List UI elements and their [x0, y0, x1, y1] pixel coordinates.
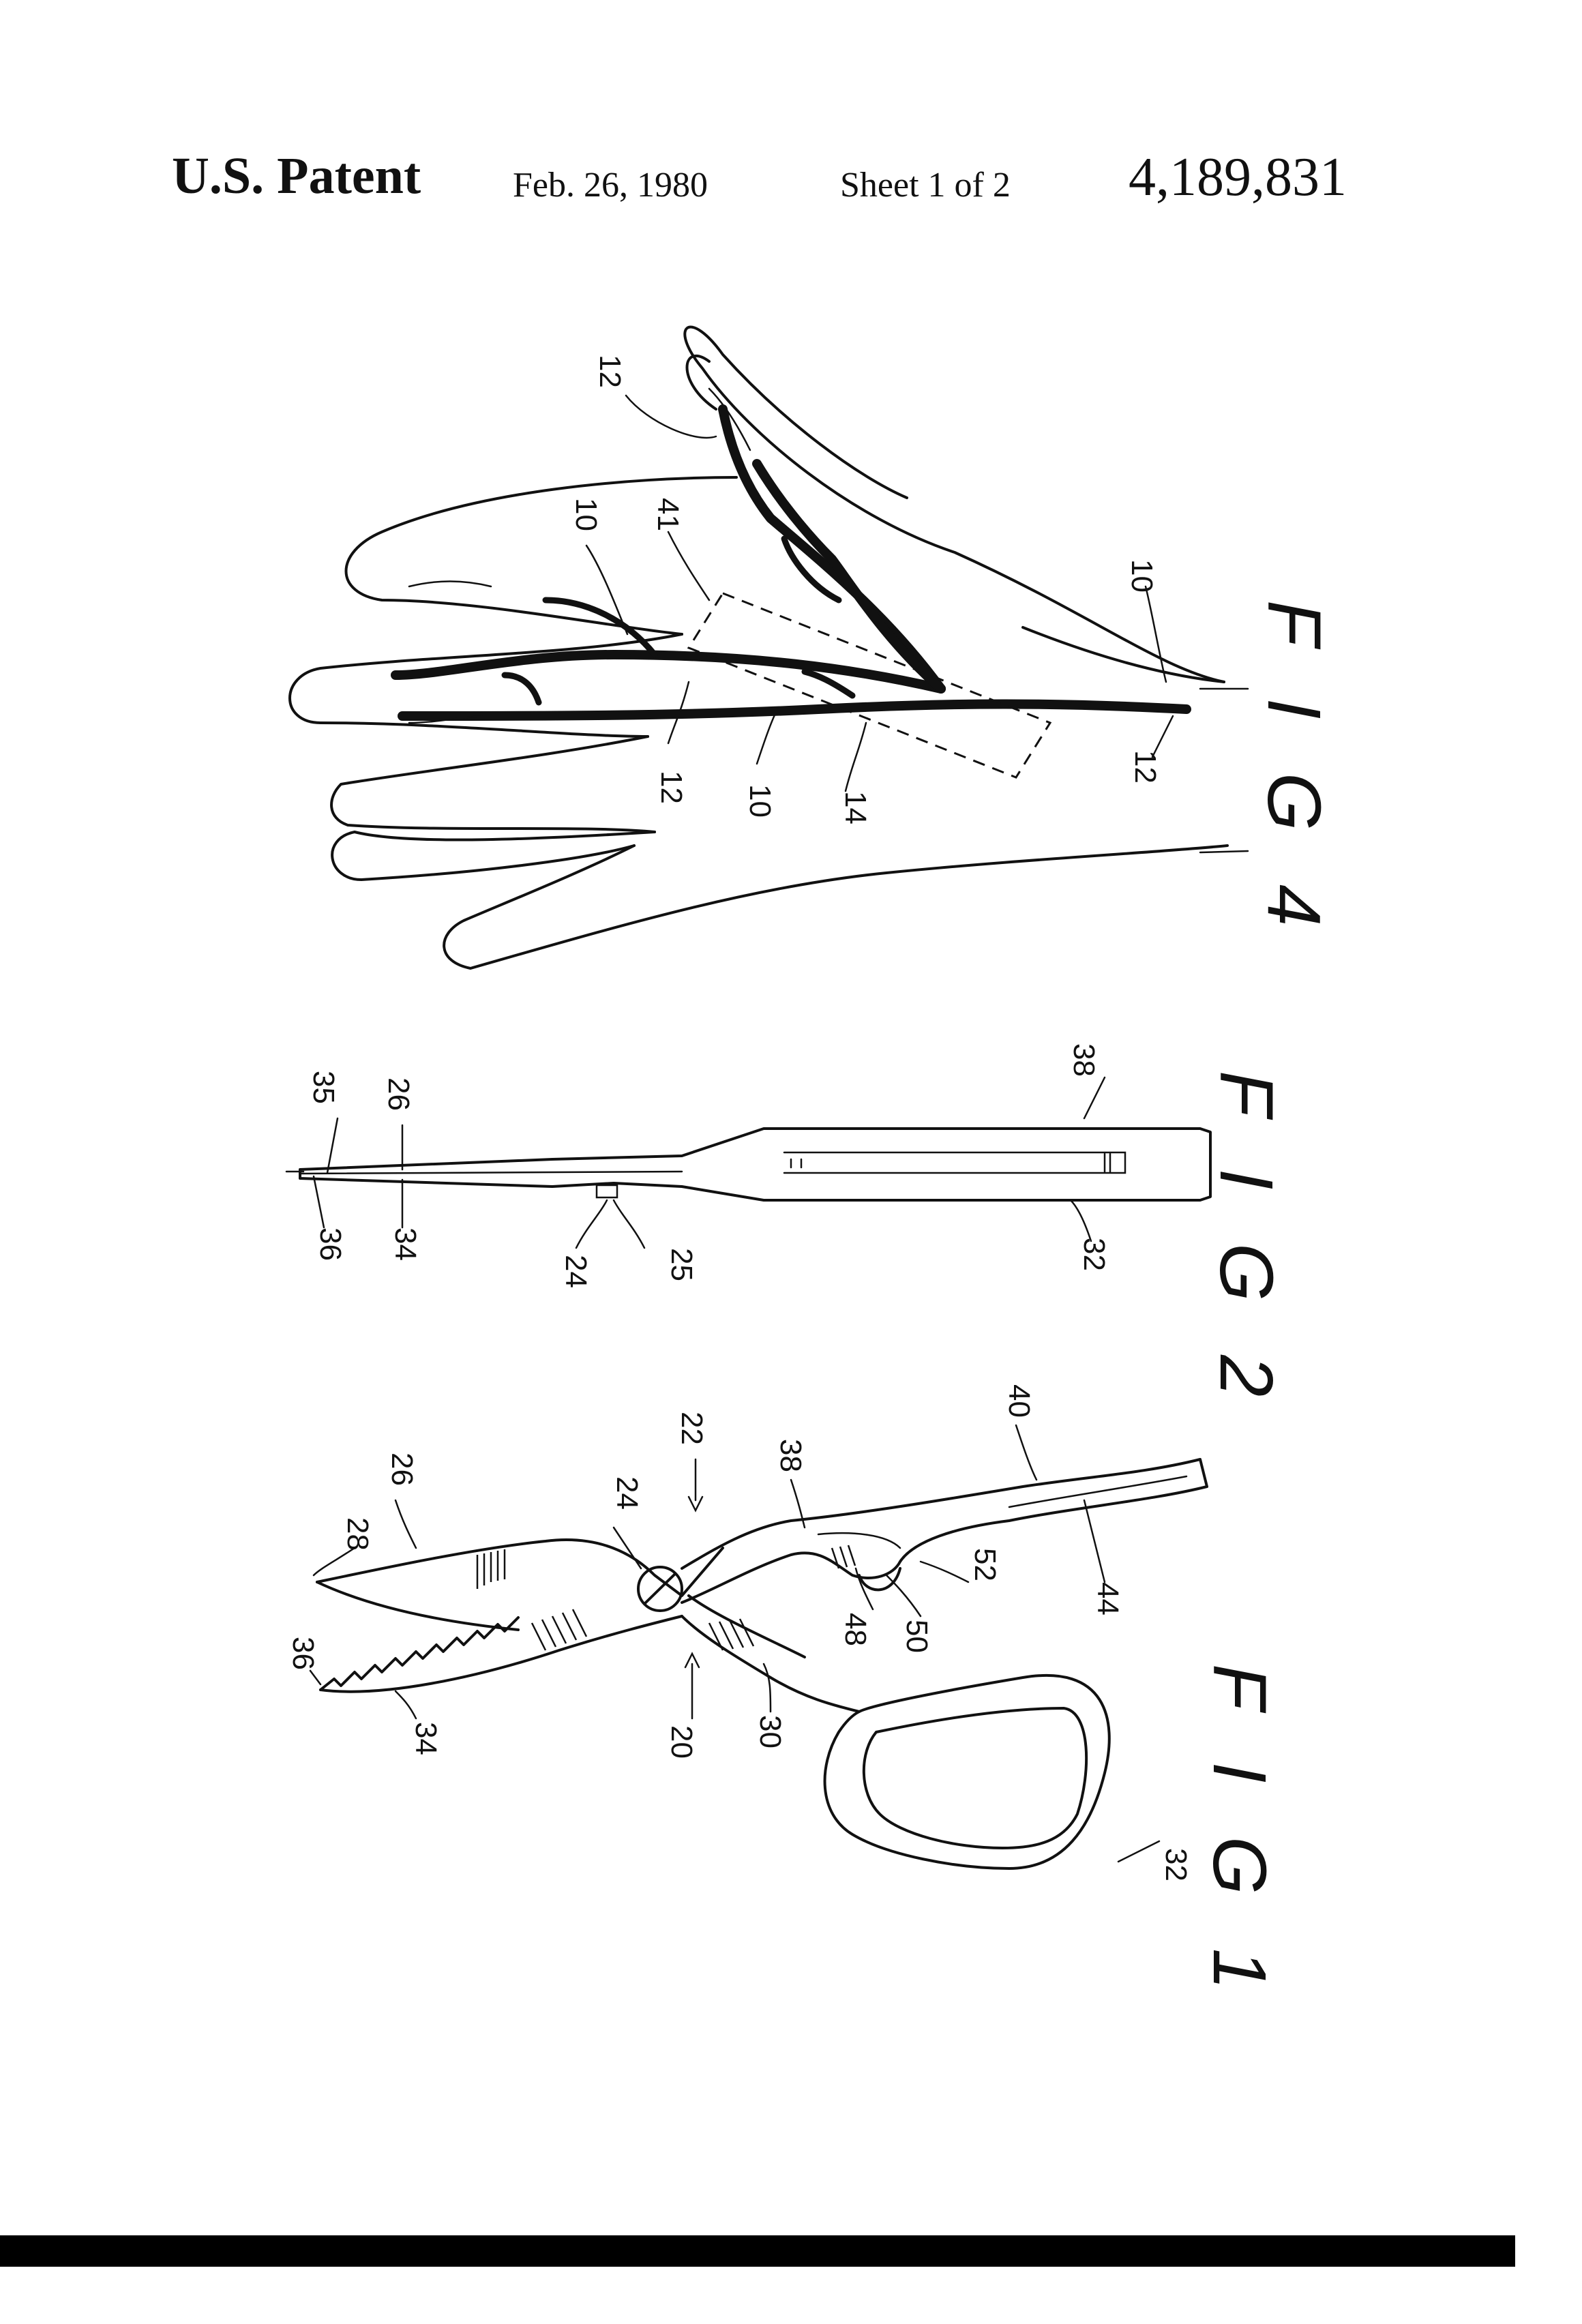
fig1-label: 44: [1091, 1582, 1124, 1615]
fig4-label: 12: [593, 355, 627, 388]
fig1-label: 22: [675, 1412, 708, 1445]
fig4-caption: F I G 4: [1252, 600, 1336, 942]
sheet-number: Sheet 1 of 2: [840, 166, 1011, 205]
fig4-label: 10: [1125, 559, 1159, 593]
fig1-label: 50: [900, 1620, 934, 1653]
fig1-label: 28: [341, 1517, 374, 1551]
fig1-label: 40: [1002, 1384, 1036, 1418]
fig1-caption: F I G 1: [1197, 1664, 1281, 2006]
fig2-label: 25: [665, 1248, 698, 1281]
fig2-label: 36: [314, 1227, 347, 1261]
fig2-label: 24: [559, 1255, 593, 1288]
fig4-label: 10: [743, 784, 777, 818]
fig2-label: 26: [382, 1077, 415, 1111]
fig2-label: 38: [1067, 1043, 1101, 1077]
fig4-hand-drawing: [288, 325, 1249, 970]
fig1-label: 34: [409, 1722, 443, 1755]
fig1-label: 32: [1159, 1848, 1193, 1881]
bottom-border-bar: [0, 2235, 1515, 2267]
fig1-label: 24: [610, 1476, 644, 1510]
patent-title: U.S. Patent: [172, 147, 421, 205]
fig2-label: 32: [1077, 1238, 1111, 1271]
fig1-label: 20: [665, 1725, 698, 1759]
fig4-label: 12: [655, 771, 688, 804]
fig2-caption: F I G 2: [1204, 1071, 1288, 1413]
fig2-label: 34: [389, 1227, 422, 1261]
fig1-scissors-drawing: [309, 1424, 1208, 1870]
fig2-scissors-side-view: [285, 1076, 1212, 1249]
fig4-label: 10: [569, 498, 603, 531]
fig1-label: 52: [968, 1548, 1002, 1581]
fig1-label: 36: [286, 1637, 320, 1670]
fig1-label: 26: [385, 1452, 419, 1486]
fig2-label: 35: [307, 1071, 340, 1104]
patent-number: 4,189,831: [1129, 147, 1347, 207]
fig1-label: 48: [839, 1613, 872, 1646]
fig4-label: 12: [1129, 750, 1162, 784]
fig4-label: 14: [839, 791, 872, 824]
patent-date: Feb. 26, 1980: [513, 166, 708, 205]
fig1-label: 30: [753, 1715, 787, 1748]
fig1-label: 38: [774, 1439, 807, 1472]
fig4-label: 41: [651, 498, 685, 531]
